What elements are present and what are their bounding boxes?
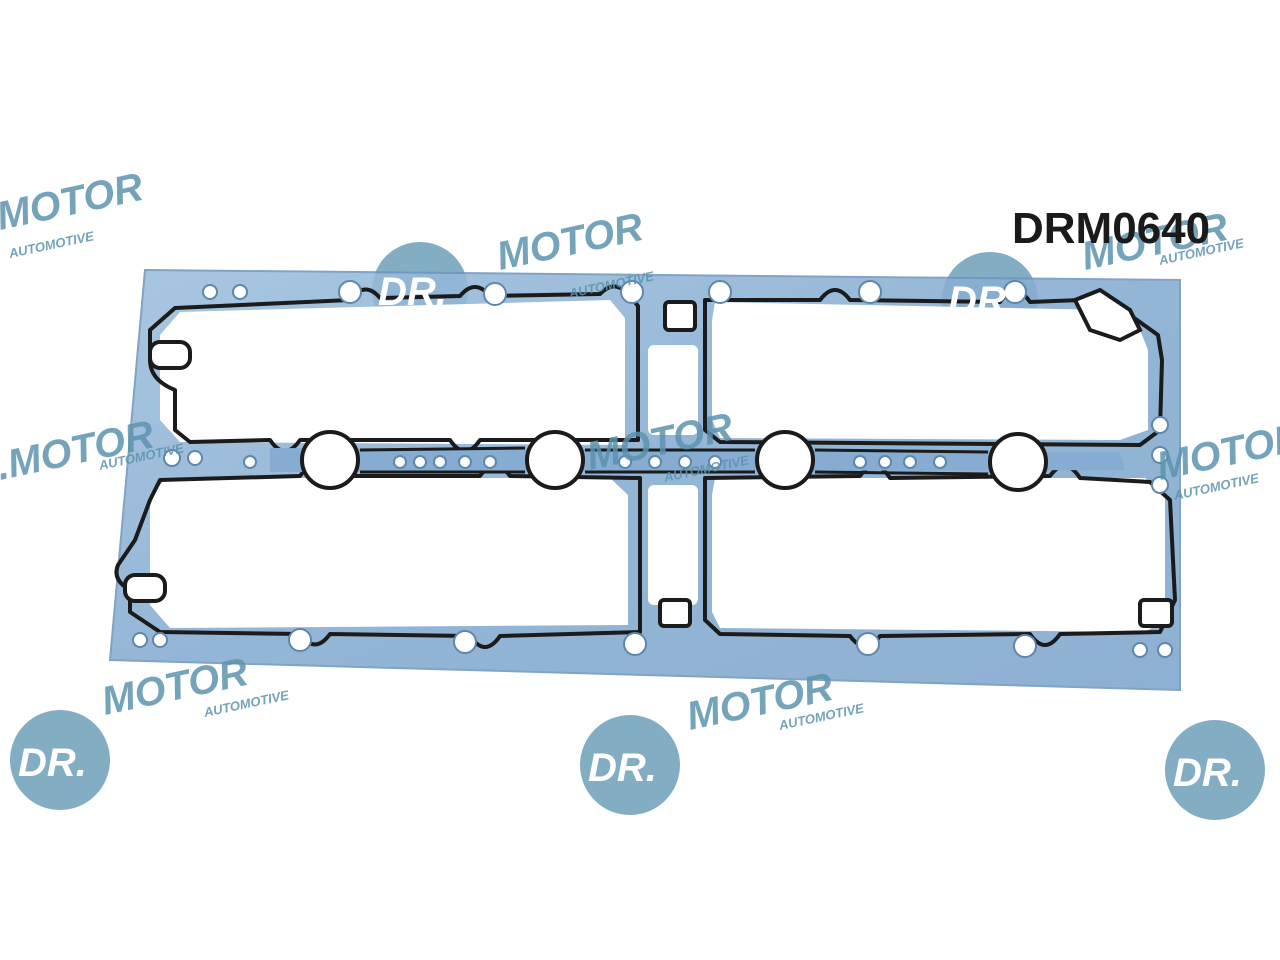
- svg-text:DR.: DR.: [483, 520, 552, 564]
- svg-text:DR.: DR.: [948, 279, 1017, 323]
- valve-cover-gasket: [108, 268, 1181, 692]
- svg-text:MOTOR: MOTOR: [0, 165, 147, 239]
- watermark-circle-letters: DR. DR. DR. DR. DR. DR. DR.: [18, 270, 1242, 795]
- svg-text:DR.: DR.: [378, 270, 447, 314]
- svg-text:DR.: DR.: [1058, 521, 1127, 565]
- svg-text:MOTOR: MOTOR: [493, 205, 647, 279]
- svg-text:DR.: DR.: [588, 746, 657, 790]
- svg-text:DR.: DR.: [1173, 751, 1242, 795]
- part-number-label: DRM0640: [1012, 204, 1211, 253]
- svg-text:DR.: DR.: [18, 741, 87, 785]
